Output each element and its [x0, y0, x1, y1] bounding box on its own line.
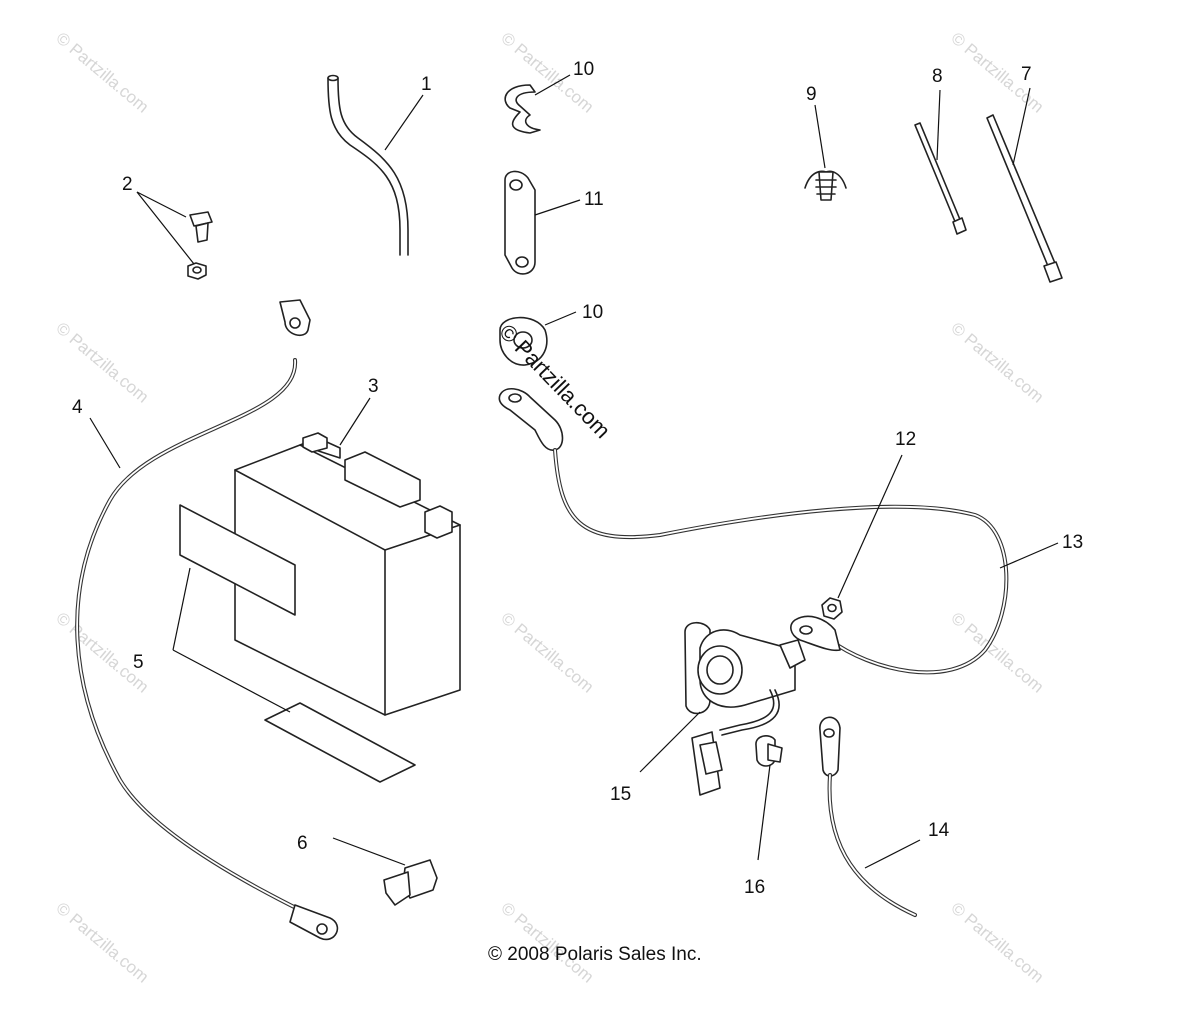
callout-8: 8	[932, 66, 943, 87]
part-9-push-clip: 9	[804, 84, 847, 201]
callout-5: 5	[133, 652, 144, 673]
callout-7: 7	[1021, 64, 1032, 85]
callout-15: 15	[610, 784, 631, 805]
part-2-bolt-nut: 2	[122, 174, 213, 280]
watermark-text: © Partzilla.com	[52, 899, 152, 987]
callout-2: 2	[122, 174, 133, 195]
callout-10a: 10	[573, 59, 594, 80]
part-10-clip-lower: 10	[499, 302, 603, 366]
part-15-solenoid: 15	[610, 621, 806, 805]
part-1-vent-tube: 1	[327, 74, 432, 256]
callout-3: 3	[368, 376, 379, 397]
part-12-nut: 12	[821, 429, 916, 620]
watermark-text: © Partzilla.com	[947, 319, 1047, 407]
part-11-bracket: 11	[504, 170, 604, 275]
watermark-text: © Partzilla.com	[947, 29, 1047, 117]
copyright-text: © 2008 Polaris Sales Inc.	[488, 944, 702, 965]
callout-14: 14	[928, 820, 950, 841]
callout-1: 1	[421, 74, 432, 95]
watermark-text: © Partzilla.com	[52, 29, 152, 117]
part-8-cable-tie-short: 8	[914, 66, 967, 235]
part-13-positive-cable: 13	[498, 388, 1083, 675]
callout-9: 9	[806, 84, 817, 105]
callout-4: 4	[72, 397, 83, 418]
part-7-cable-tie-long: 7	[986, 64, 1063, 283]
callout-10b: 10	[582, 302, 603, 323]
callout-12: 12	[895, 429, 916, 450]
watermark-text: © Partzilla.com	[947, 899, 1047, 987]
part-4-negative-cable: 4	[72, 299, 339, 941]
part-16-screw: 16	[744, 735, 783, 898]
callout-16: 16	[744, 877, 765, 898]
callout-11: 11	[584, 189, 604, 210]
part-6-screw: 6	[297, 833, 438, 906]
watermark-text: © Partzilla.com	[52, 319, 152, 407]
part-14-ground-cable: 14	[819, 716, 950, 917]
callout-13: 13	[1062, 532, 1083, 553]
watermark-text: © Partzilla.com	[497, 899, 597, 987]
part-10-clip-top: 10	[504, 59, 594, 134]
part-5-decals: 5	[133, 504, 416, 783]
part-3-battery: 3	[234, 376, 461, 716]
watermark-text: © Partzilla.com	[497, 609, 597, 697]
callout-6: 6	[297, 833, 308, 854]
